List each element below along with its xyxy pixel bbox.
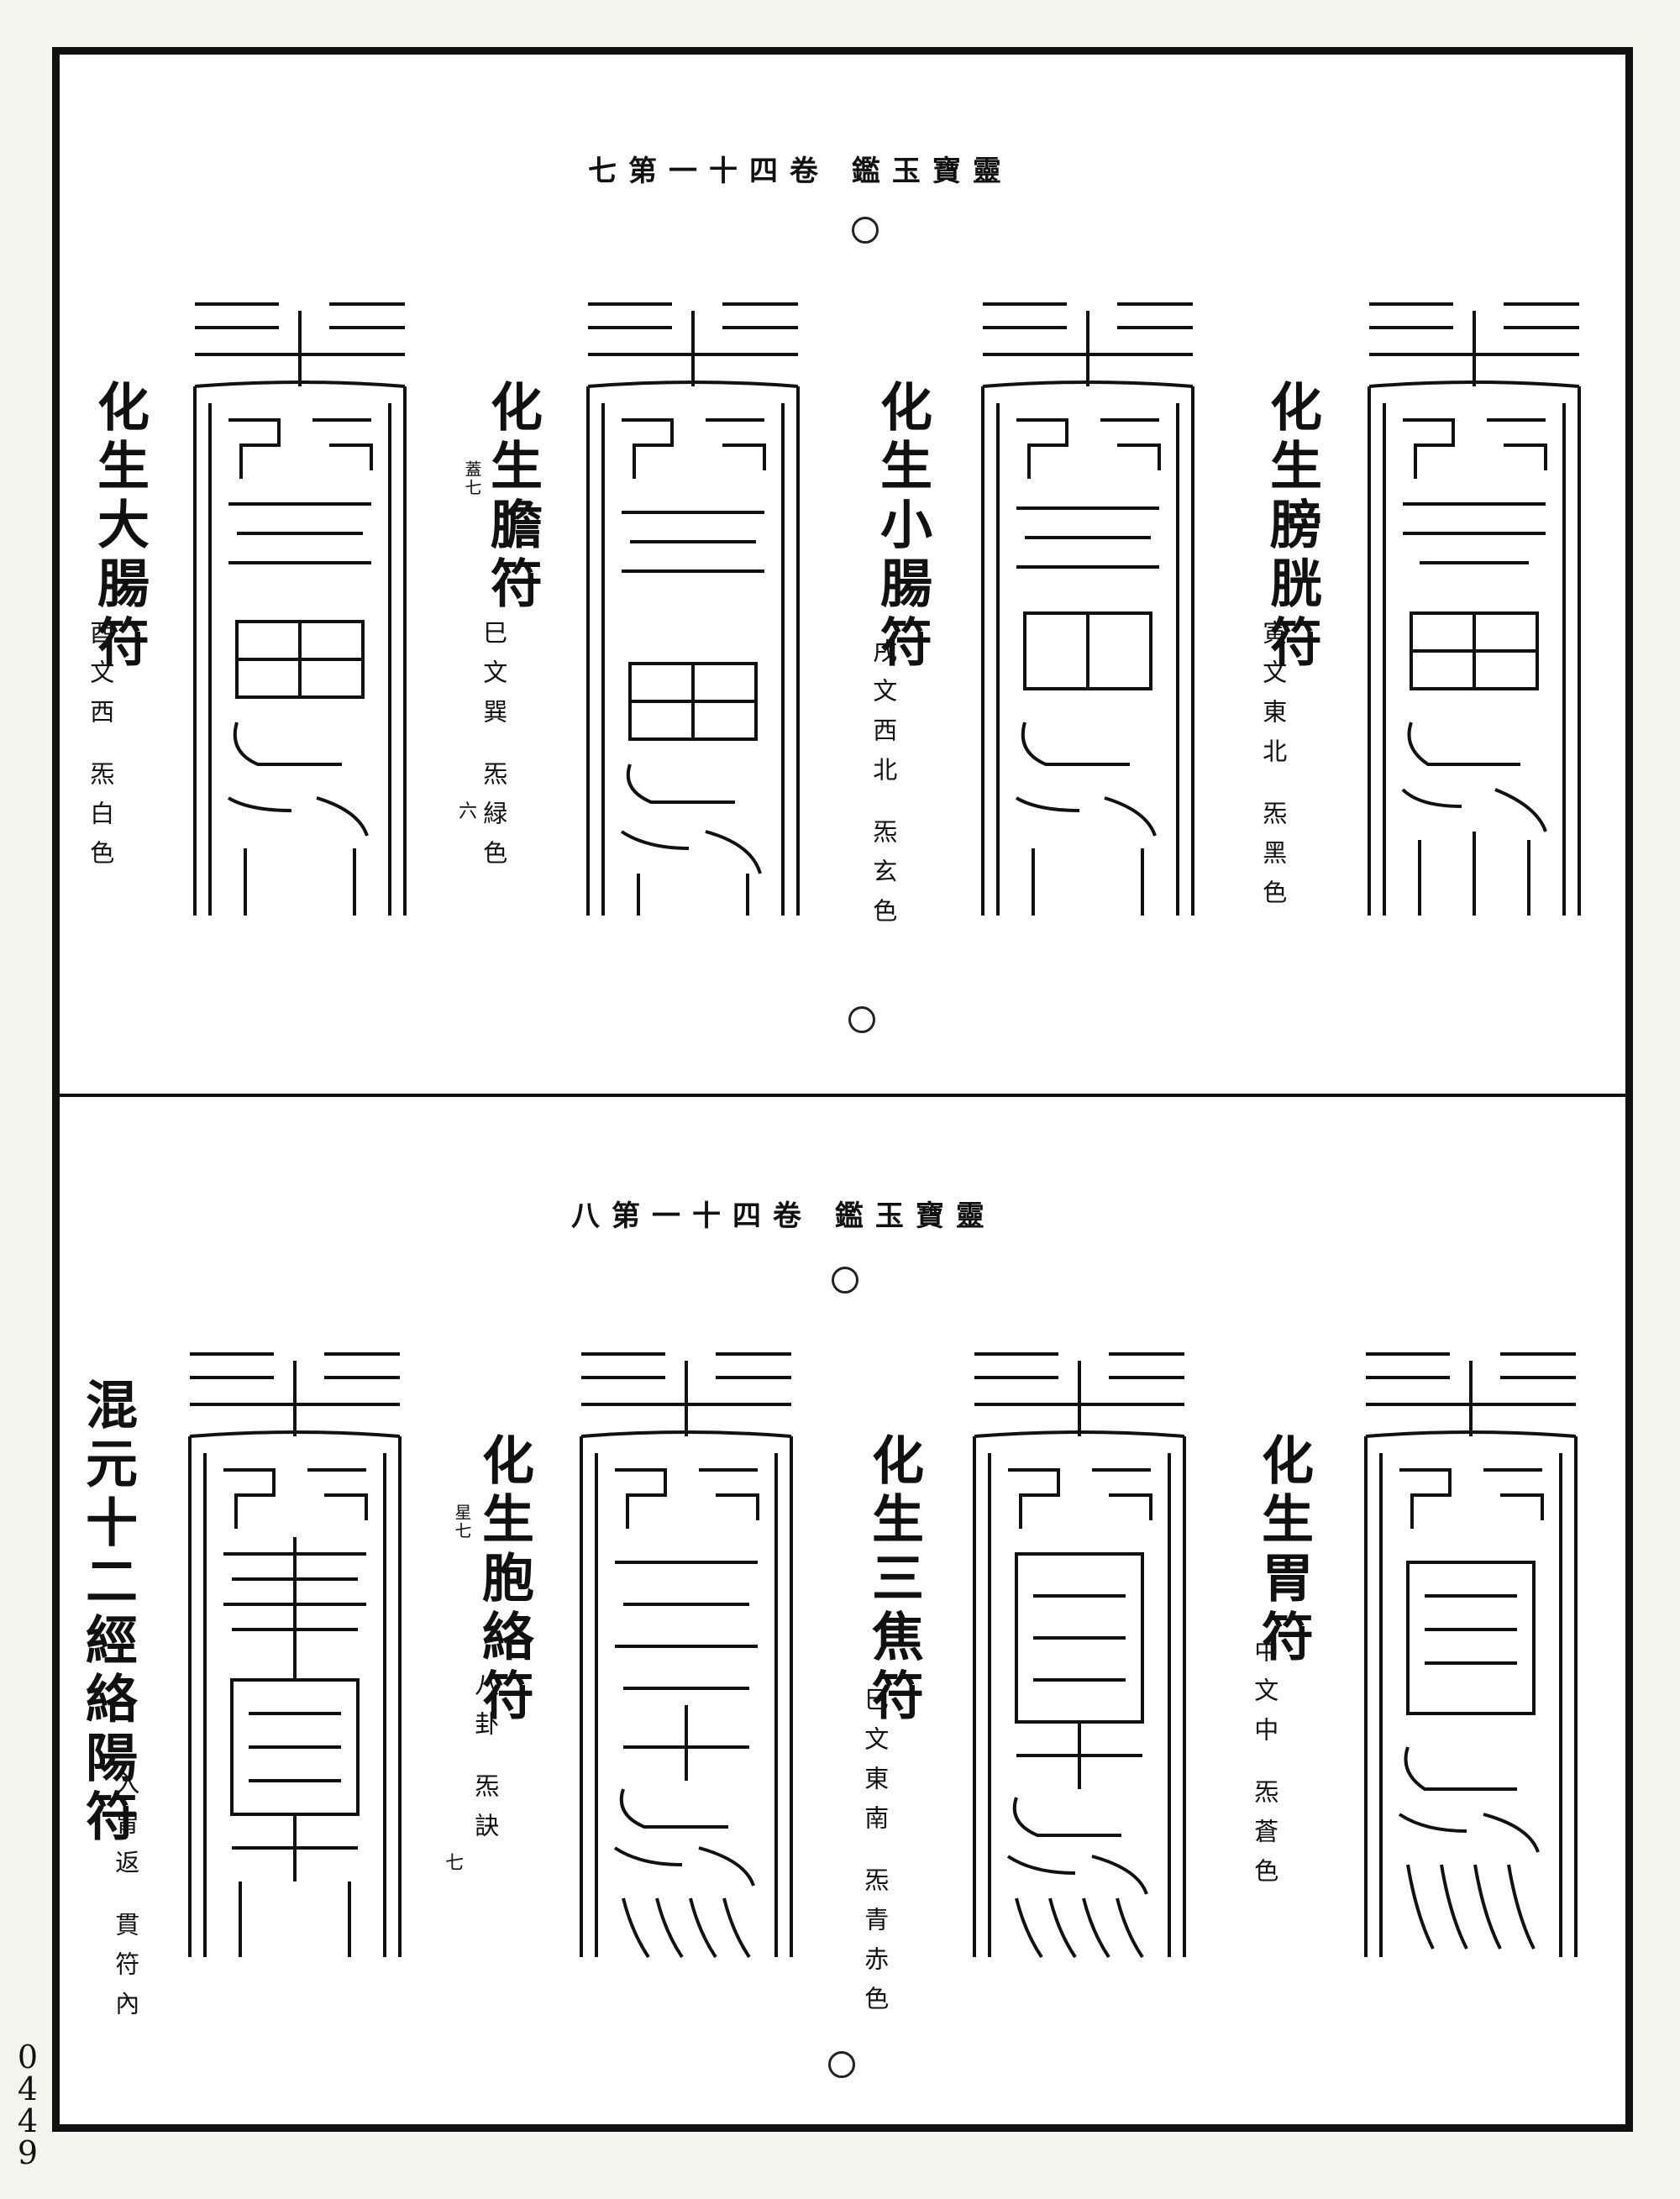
talisman-gallbladder-svg: [586, 302, 800, 916]
talisman-note-gallbladder: 巳文巽 炁緑色: [479, 620, 508, 880]
talisman-glyph-small-intestine: [966, 294, 1210, 924]
talisman-title-bladder: 化生膀胱符: [1261, 380, 1322, 674]
talisman-small-pericardium: 星七: [452, 1504, 472, 1540]
page-number-digit: 9: [17, 2134, 39, 2171]
talisman-note-stomach: 中文中 炁蒼色: [1250, 1638, 1279, 1898]
talisman-bladder-svg: [1368, 302, 1581, 916]
talisman-small-gallbladder: 蓋七: [462, 460, 482, 497]
top-ring-upper: [852, 217, 879, 244]
talisman-title-large-intestine: 化生大腸符: [88, 380, 150, 674]
talisman-stomach-svg: [1364, 1352, 1578, 1957]
talisman-note-pericardium: 八卦 炁訣: [470, 1672, 500, 1853]
top-ring-lower: [848, 1006, 875, 1033]
bottom-ring-upper: [832, 1267, 858, 1294]
page-number-digit: 4: [17, 2070, 39, 2107]
talisman-glyph-twelve-meridians: [173, 1344, 417, 1965]
talisman-note-triple-burner: 巳文東南 炁青赤色: [860, 1687, 890, 2026]
talisman-glyph-gallbladder: [571, 294, 815, 924]
talisman-glyph-bladder: [1352, 294, 1596, 924]
talisman-title-stomach: 化生胃符: [1252, 1433, 1314, 1668]
talisman-triple-burner-svg: [973, 1352, 1186, 1959]
talisman-note-large-intestine: 酉文西 炁白色: [86, 620, 115, 880]
talisman-title-gallbladder: 化生膽符: [481, 380, 543, 615]
talisman-note-small-intestine: 戌文西北 炁玄色: [869, 638, 898, 938]
bottom-marker: 七: [445, 1853, 465, 1874]
talisman-title-triple-burner: 化生三焦符: [863, 1433, 924, 1727]
talisman-title-twelve-meridians: 混元十二經絡陽符: [76, 1378, 138, 1848]
top-header: 靈寶玉鑑 卷四十一第七: [588, 155, 1013, 188]
page-number-digit: 4: [17, 2102, 39, 2139]
page-number: 0 4 4 9: [15, 2041, 40, 2169]
talisman-twelve-meridians-svg: [188, 1352, 402, 1957]
talisman-glyph-pericardium: [564, 1344, 808, 1965]
talisman-pericardium-svg: [580, 1352, 793, 1959]
bottom-header: 靈寶玉鑑 卷四十一第八: [571, 1199, 996, 1233]
talisman-glyph-triple-burner: [958, 1344, 1201, 1965]
talisman-note-bladder: 寅文東北 炁黑色: [1258, 620, 1288, 920]
bottom-ring-lower: [828, 2051, 855, 2078]
talisman-note-twelve-meridians: 入胃返 貫符內: [111, 1771, 140, 2031]
talisman-title-small-intestine: 化生小腸符: [871, 380, 932, 674]
talisman-title-pericardium: 化生胞絡符: [473, 1433, 534, 1727]
talisman-large-intestine-svg: [193, 302, 407, 916]
page-divider: [52, 1094, 1633, 1097]
talisman-glyph-large-intestine: [178, 294, 422, 924]
talisman-glyph-stomach: [1349, 1344, 1593, 1965]
page-number-digit: 0: [17, 2039, 39, 2076]
top-marker: 六: [459, 801, 478, 822]
talisman-small-intestine-svg: [981, 302, 1194, 916]
